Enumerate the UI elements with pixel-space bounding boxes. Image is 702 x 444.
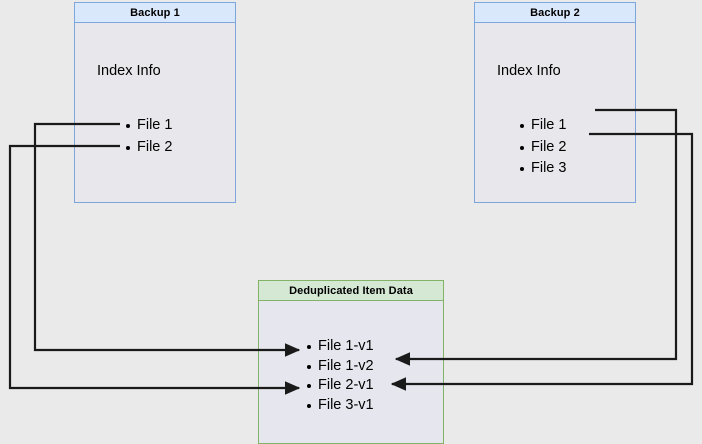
- node-dedup-header: Deduplicated Item Data: [259, 281, 443, 301]
- list-item[interactable]: File 2-v1: [307, 376, 374, 396]
- list-item[interactable]: File 1: [126, 115, 172, 137]
- node-backup1[interactable]: Backup 1 Index Info File 1 File 2: [74, 2, 236, 203]
- node-backup2-body: Index Info File 1 File 2 File 3: [475, 23, 635, 202]
- node-backup1-header: Backup 1: [75, 3, 235, 23]
- node-backup1-body: Index Info File 1 File 2: [75, 23, 235, 202]
- list-item[interactable]: File 2: [126, 137, 172, 159]
- list-item[interactable]: File 1-v1: [307, 337, 374, 357]
- node-dedup-file-list: File 1-v1 File 1-v2 File 2-v1 File 3-v1: [307, 337, 374, 415]
- node-backup1-title: Backup 1: [130, 6, 180, 19]
- list-item[interactable]: File 1: [520, 115, 566, 137]
- list-item[interactable]: File 3-v1: [307, 396, 374, 416]
- node-backup2-file-list: File 1 File 2 File 3: [520, 115, 566, 180]
- list-item[interactable]: File 2: [520, 137, 566, 159]
- node-backup1-index-label: Index Info: [97, 63, 161, 79]
- node-backup2-index-label: Index Info: [497, 63, 561, 79]
- node-backup2[interactable]: Backup 2 Index Info File 1 File 2 File 3: [474, 2, 636, 203]
- node-backup1-file-list: File 1 File 2: [126, 115, 172, 158]
- node-deduplicated-item-data[interactable]: Deduplicated Item Data File 1-v1 File 1-…: [258, 280, 444, 444]
- node-backup2-title: Backup 2: [530, 6, 580, 19]
- node-backup2-header: Backup 2: [475, 3, 635, 23]
- list-item[interactable]: File 1-v2: [307, 357, 374, 377]
- node-dedup-body: File 1-v1 File 1-v2 File 2-v1 File 3-v1: [259, 301, 443, 443]
- node-dedup-title: Deduplicated Item Data: [289, 284, 413, 297]
- list-item[interactable]: File 3: [520, 158, 566, 180]
